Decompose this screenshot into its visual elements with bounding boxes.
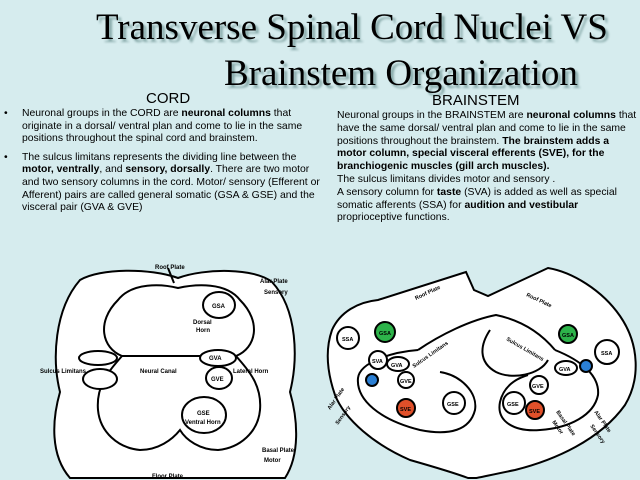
brainstem-paragraph-1: Neuronal groups in the BRAINSTEM are neu…	[337, 110, 637, 174]
brainstem-gva-right-ellipse	[554, 360, 578, 376]
bold-text: taste	[436, 186, 462, 198]
brainstem-left-lobe	[356, 349, 477, 434]
brainstem-diagram	[326, 266, 637, 479]
brainstem-gsa-left-circle	[374, 321, 396, 343]
brainstem-sva-left-circle	[365, 373, 379, 387]
bold-text: audition and vestibular	[464, 199, 579, 211]
text: Neuronal groups in the CORD are	[22, 108, 182, 119]
brainstem-ssa-right-circle	[594, 339, 620, 365]
bold-text: neuronal columns	[526, 110, 616, 121]
roof-plate-pointer	[167, 267, 175, 284]
cord-paragraph-2: • The sulcus limitans represents the divi…	[4, 151, 322, 215]
brainstem-inner-line	[417, 313, 556, 351]
cord-left-ellipse-upper	[78, 350, 118, 366]
cord-labels: Roof Plate Alar Plate Sensory GSA Dorsal…	[40, 265, 295, 480]
bold-text: The brainstem adds a motor column, speci…	[337, 135, 610, 173]
brainstem-gse-right-label: GSE	[507, 402, 519, 408]
brainstem-paragraph-3: A sensory column for taste (SVA) is adde…	[337, 187, 637, 225]
cord-motor-label: Motor	[264, 458, 281, 464]
brainstem-gsa-right-circle	[558, 324, 578, 344]
cord-gve-circle	[205, 366, 233, 390]
text: that originate in a dorsal/ ventral plan…	[22, 108, 303, 145]
cord-outline	[53, 269, 298, 479]
brainstem-gse-left-circle	[442, 391, 466, 415]
text: , and	[99, 164, 126, 176]
bold-text: motor, ventrally	[22, 164, 100, 176]
text: (SVA) is added as well as special somati…	[337, 186, 617, 211]
brainstem-gve-center-circle	[529, 375, 549, 395]
brainstem-sve-left-label: SVE	[400, 407, 411, 413]
text: A sensory column for	[337, 186, 437, 198]
brainstem-gsa-left-label: GSA	[379, 331, 391, 337]
text: that have the same dorsal/ ventral plan …	[337, 110, 637, 147]
brainstem-outline	[326, 266, 637, 479]
brainstem-gve-center-label: GVE	[532, 384, 544, 390]
brainstem-sva-right-circle	[579, 359, 593, 373]
cord-gsa-label: GSA	[212, 304, 226, 310]
bold-text: neuronal columns	[181, 108, 271, 119]
cord-text: • Neuronal groups in the CORD are neurona…	[4, 108, 322, 221]
cord-gray-matter	[96, 284, 262, 452]
cord-gva-label: GVA	[209, 356, 222, 362]
brainstem-ssa-left-label: SSA	[342, 337, 353, 343]
text: . There are two motor and two sensory co…	[22, 164, 320, 214]
brainstem-ssa-right-label: SSA	[601, 351, 612, 357]
brainstem-text: Neuronal groups in the BRAINSTEM are neu…	[337, 110, 637, 225]
brainstem-paragraph-2: The sulcus limitans divides motor and se…	[337, 173, 556, 185]
cord-dorsal-label: Dorsal	[193, 320, 212, 326]
title-line-1: Transverse Spinal Cord Nuclei VS	[96, 7, 608, 48]
cord-gse-label: GSE	[197, 411, 210, 417]
cord-basal-plate-label: Basal Plate	[262, 448, 295, 454]
brainstem-gva-right-label: GVA	[559, 367, 571, 373]
cord-sulcus-limitans-label: Sulcus Limitans	[40, 369, 87, 375]
bold-text: sensory, dorsally	[125, 164, 211, 176]
cord-sensory-label: Sensory	[264, 290, 288, 296]
title-line-2: Brainstem Organization	[224, 53, 578, 94]
brainstem-heading: BRAINSTEM	[432, 92, 520, 109]
brainstem-gve-left-circle	[397, 371, 415, 389]
brainstem-sve-left-circle	[396, 398, 416, 418]
brainstem-gve-left-label: GVE	[400, 379, 412, 385]
text: Neuronal groups in the BRAINSTEM are	[337, 110, 527, 121]
bullet: •	[4, 108, 8, 119]
cord-gva-ellipse	[199, 349, 237, 367]
text: The sulcus limitans represents the divid…	[22, 151, 297, 163]
cord-lateral-horn-label: Lateral Horn	[233, 369, 269, 375]
brainstem-sve-right-circle	[525, 400, 545, 420]
brainstem-gse-left-label: GSE	[447, 402, 459, 408]
brainstem-sve-right-label: SVE	[529, 409, 540, 415]
cord-ventral-horn-label: Ventral Horn	[185, 420, 221, 426]
brainstem-gva-left-label: GVA	[391, 363, 403, 369]
brainstem-gsa-right-label: GSA	[562, 333, 574, 339]
brainstem-sva-left-outline	[368, 350, 388, 370]
cord-heading: CORD	[146, 90, 191, 107]
bullet: •	[4, 151, 8, 163]
cord-gve-label: GVE	[211, 377, 224, 383]
cord-gse-circle	[181, 396, 227, 434]
cord-left-ellipse-lower	[82, 368, 118, 390]
cord-gsa-circle	[202, 291, 236, 319]
brainstem-sva-label: SVA	[372, 359, 383, 365]
cord-neural-canal-label: Neural Canal	[140, 369, 177, 375]
cord-paragraph-1: • Neuronal groups in the CORD are neurona…	[4, 108, 322, 146]
cord-roof-plate-label: Roof Plate	[155, 265, 185, 271]
brainstem-right-lobe	[498, 349, 600, 432]
text: proprioceptive functions.	[337, 212, 450, 224]
brainstem-central-column	[481, 329, 549, 377]
brainstem-gva-left-ellipse	[386, 356, 410, 372]
cord-horn-label: Horn	[196, 328, 210, 334]
cord-floor-plate-label: Floor Plate	[152, 474, 184, 480]
brainstem-gse-right-circle	[502, 391, 526, 415]
brainstem-ssa-left-circle	[336, 326, 360, 350]
cord-diagram	[53, 267, 298, 479]
cord-alar-plate-label: Alar Plate	[260, 279, 288, 285]
